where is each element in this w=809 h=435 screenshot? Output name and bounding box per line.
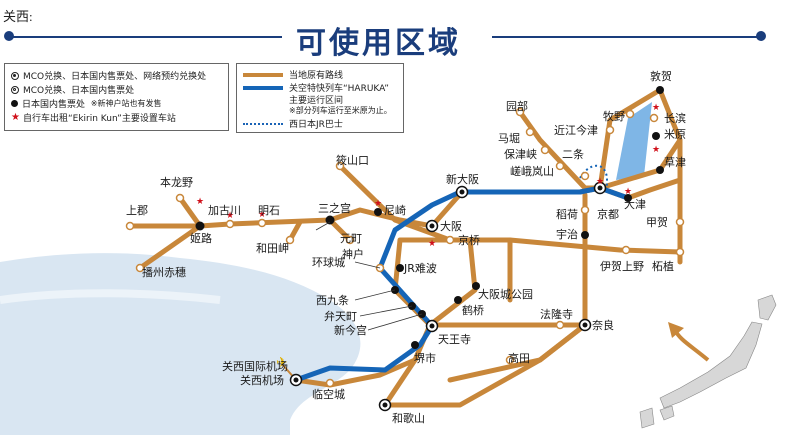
label-otsu: 大津	[624, 197, 646, 211]
label-maibara: 米原	[664, 128, 686, 141]
label-banshu-ako: 播州赤穗	[142, 265, 186, 279]
inset-arrow	[673, 329, 710, 362]
label-shin-imamiya: 新今宫	[334, 323, 367, 337]
label-iga-ueno: 伊贺上野	[600, 260, 644, 273]
label-nishikujo: 西九条	[316, 293, 349, 307]
legend-row: 日本国内售票处 ※新神户站也有发售	[11, 97, 161, 110]
label-uji: 宇治	[556, 227, 578, 241]
legend-station-types: MCO兑换、日本国内售票处、网络预约兑换处 MCO兑换、日本国内售票处 日本国内…	[4, 63, 229, 131]
legend-row: ※部分列车运行至米原为止。	[289, 106, 392, 115]
label-osakajokoen: 大阪城公园	[478, 287, 533, 301]
title-left-line	[12, 36, 282, 38]
title-right-line	[492, 36, 760, 38]
label-inari: 稻荷	[556, 208, 578, 221]
label-tsuge: 柘植	[652, 259, 674, 273]
japan-inset-map	[639, 294, 777, 429]
label-sannomiya: 三之宫	[318, 201, 351, 215]
label-kusatsu: 草津	[664, 156, 686, 169]
legend-row: 关空特快列车“HARUKA”	[243, 81, 389, 94]
legend-row: 当地原有路线	[243, 68, 343, 81]
dot-icon	[11, 100, 18, 107]
label-omi-imazu: 近江今津	[554, 123, 598, 137]
label-shin-osaka: 新大阪	[446, 172, 479, 186]
blue-line-swatch	[243, 85, 283, 90]
label-rinku: 临空城	[312, 387, 345, 401]
station-labels: 敦贺 长滨 米原 草津 甲贺 柘植 伊贺上野 近江今津 牧野 园部 马堀 保津峡…	[126, 69, 686, 425]
label-takada: 高田	[508, 351, 530, 365]
label-wadamisaki: 和田岬	[256, 242, 289, 255]
legend-row: 主要运行区间	[289, 96, 344, 106]
label-nara: 奈良	[592, 318, 614, 332]
legend-row: ★自行车出租“Ekirin Kun”主要设置车站	[11, 111, 176, 124]
legend-line-types: 当地原有路线 关空特快列车“HARUKA” 主要运行区间 ※部分列车运行至米原为…	[236, 63, 404, 133]
dotted-line-swatch	[243, 122, 283, 125]
label-osaka: 大阪	[440, 219, 462, 233]
label-horyuji: 法隆寺	[540, 307, 573, 321]
label-sasayamaguchi: 筱山口	[336, 153, 369, 167]
label-akashi: 明石	[258, 204, 280, 217]
label-kansai-airport: 关西机场	[240, 373, 284, 387]
inset-arrow-head	[668, 322, 684, 338]
label-tennoji: 天王寺	[438, 333, 471, 346]
label-sakai: 堺市	[414, 351, 436, 365]
label-motomachi: 元町	[340, 232, 362, 245]
lake-biwa	[616, 102, 652, 180]
osaka-bay-sea	[0, 253, 361, 435]
svg-text:★: ★	[196, 197, 204, 207]
page-title: 可使用区域	[296, 26, 461, 61]
svg-text:★: ★	[258, 210, 266, 220]
svg-text:★: ★	[428, 239, 436, 249]
svg-text:★: ★	[652, 145, 660, 155]
double-circle-icon	[11, 71, 19, 80]
svg-text:★: ★	[624, 187, 632, 197]
label-jr-namba: JR难波	[403, 262, 437, 275]
label-makino: 牧野	[603, 109, 625, 123]
legend-row: 西日本JR巴士	[243, 117, 343, 130]
label-nagahama: 长滨	[664, 111, 686, 125]
label-kakogawa: 加古川	[208, 204, 241, 217]
svg-text:★: ★	[596, 177, 604, 187]
svg-text:★: ★	[374, 199, 382, 209]
orange-line-swatch	[243, 72, 283, 77]
label-kamigori: 上郡	[126, 204, 148, 217]
title-right-dot	[756, 31, 766, 41]
label-saga-arashiyama: 嵯峨岚山	[510, 165, 554, 178]
title-banner: 可使用区域	[0, 20, 780, 61]
haruka-line	[293, 185, 631, 383]
label-kyobashi: 京桥	[458, 233, 480, 247]
label-kansai-international-airport: 关西国际机场	[222, 359, 288, 373]
svg-text:★: ★	[226, 211, 234, 221]
label-koka: 甲贺	[646, 216, 668, 229]
label-kyoto: 京都	[597, 207, 619, 221]
legend-row: MCO兑换、日本国内售票处	[11, 83, 134, 96]
svg-text:★: ★	[652, 103, 660, 113]
leader-lines	[315, 221, 423, 331]
label-universal-city: 环球城	[312, 255, 345, 269]
legend-row: MCO兑换、日本国内售票处、网络预约兑换处	[11, 69, 206, 82]
label-nijo: 二条	[562, 147, 584, 161]
airplane-icon: ✈	[276, 355, 288, 371]
label-kobe: 神户	[342, 247, 364, 261]
label-umahori: 马堀	[498, 132, 520, 145]
bicycle-rental-stars: ★ ★ ★ ★ ★ ★ ★ ★ ★	[196, 103, 660, 249]
label-tsuruga: 敦贺	[650, 69, 672, 83]
label-hon-tatsuno: 本龙野	[160, 175, 193, 189]
label-bentencho: 弁天町	[324, 309, 357, 323]
label-tsuruhashi: 鹤桥	[462, 303, 484, 317]
label-sonobe: 园部	[506, 99, 528, 113]
label-wakayama: 和歌山	[392, 411, 425, 425]
star-icon: ★	[11, 111, 20, 123]
label-amagasaki: 尼崎	[384, 203, 406, 217]
page-label: 关西:	[3, 9, 33, 24]
title-left-dot	[4, 31, 14, 41]
label-hozukyo: 保津峡	[504, 147, 537, 161]
label-himeji: 姬路	[190, 232, 212, 245]
ring-icon	[11, 85, 19, 94]
